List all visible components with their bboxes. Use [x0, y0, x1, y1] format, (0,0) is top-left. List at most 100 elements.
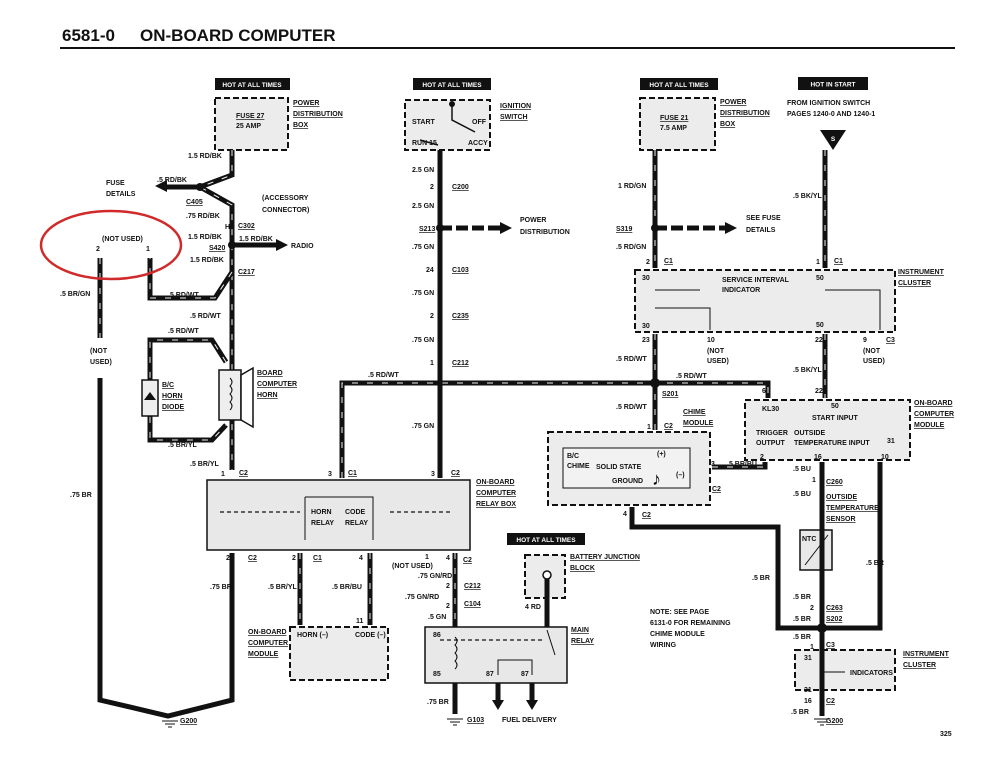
- wire-label: .5 RD/WT: [616, 356, 647, 363]
- lower-right-labels: .5 BR 2 C263 .5 BR S202 .5 BR 1 C3 31 IN…: [791, 594, 950, 725]
- label: CODE (–): [355, 632, 386, 639]
- wire-label: .75 BR: [427, 699, 449, 706]
- pin-label: 16: [814, 454, 822, 461]
- label: CHIME: [567, 463, 590, 470]
- pin-label: 1: [816, 259, 820, 266]
- pin-label: 24: [426, 267, 434, 274]
- label: (NOT USED): [102, 236, 143, 243]
- horn-coil: [229, 377, 233, 411]
- label: DISTRIBUTION: [293, 111, 343, 118]
- label: (ACCESSORY: [262, 195, 309, 202]
- ground-label: G103: [467, 717, 484, 724]
- wire-label: .75 RD/BK: [186, 213, 220, 220]
- wire-label: .5 RD/WT: [368, 372, 399, 379]
- splice-label: S319: [616, 226, 632, 233]
- connector-label: C235: [452, 313, 469, 320]
- wire-label: .5 RD/WT: [168, 328, 199, 335]
- pin-label: 30: [642, 275, 650, 282]
- label: KL30: [762, 406, 779, 413]
- computer-module-box: [289, 626, 389, 681]
- pin-label: 22: [815, 337, 823, 344]
- hot-badge: HOT AT ALL TIMES: [640, 78, 718, 90]
- wire-label: .75 GN/RD: [418, 573, 452, 580]
- wire-label: 1 RD/GN: [618, 183, 646, 190]
- label: (–): [676, 472, 685, 479]
- label: USED): [707, 358, 729, 365]
- connector-label: C103: [452, 267, 469, 274]
- connector-label: C405: [186, 199, 203, 206]
- pin-label: 31: [804, 655, 812, 662]
- label: RELAY BOX: [476, 501, 516, 508]
- label: (NOT USED): [392, 563, 433, 570]
- wire-label: .5 BR/BU: [332, 584, 362, 591]
- label: (NOT: [707, 348, 725, 355]
- label: B/C: [162, 382, 174, 389]
- label: START: [412, 119, 436, 126]
- relay-coils: [304, 496, 374, 540]
- label: TRIGGER: [756, 430, 788, 437]
- connector-label: C3: [886, 337, 895, 344]
- badge-label: HOT AT ALL TIMES: [422, 82, 482, 89]
- pin-label: 2: [446, 583, 450, 590]
- splice-s420: [228, 241, 236, 249]
- pin-label: 4: [446, 555, 450, 562]
- wire-label: .5 BR/YL: [168, 442, 198, 449]
- label: COMPUTER: [248, 640, 288, 647]
- left-labels: POWER DISTRIBUTION BOX FUSE 27 25 AMP 1.…: [60, 100, 343, 725]
- connector-label: C217: [238, 269, 255, 276]
- label: TEMPERATURE INPUT: [794, 440, 870, 447]
- pin-label: 22: [815, 388, 823, 395]
- pin-label: 4: [623, 511, 627, 518]
- pin-label: 1: [221, 471, 225, 478]
- fuse-label: FUSE 27: [236, 113, 265, 120]
- main-relay-internals: [454, 629, 556, 675]
- horn-icon: [218, 369, 242, 421]
- label: MODULE: [914, 422, 945, 429]
- connector-label: C1: [348, 470, 357, 477]
- connector-label: C1: [664, 258, 673, 265]
- fuse-rating: 25 AMP: [236, 123, 261, 130]
- wire-label: .5 RD/WT: [168, 292, 199, 299]
- label: MODULE: [683, 420, 714, 427]
- label: ON-BOARD: [914, 400, 953, 407]
- pin-label: 1: [425, 554, 429, 561]
- ground-icon: [162, 720, 178, 728]
- connector-label: C260: [826, 479, 843, 486]
- label: B/C: [567, 453, 579, 460]
- label: HORN: [257, 392, 278, 399]
- wire-label: 2.5 GN: [412, 167, 434, 174]
- wire-label: .5 BU: [793, 491, 811, 498]
- wire-label: .75 GN: [412, 423, 434, 430]
- label: COMPUTER: [257, 381, 297, 388]
- wire-label: .5 BR: [752, 575, 770, 582]
- highlight-circle: [39, 209, 183, 281]
- label: BOARD: [257, 370, 283, 377]
- label: MODULE: [248, 651, 279, 658]
- splice-s319: [651, 224, 659, 232]
- splice-label: S213: [419, 226, 435, 233]
- connector-label: C2: [712, 486, 721, 493]
- ignition-switch-icon: [419, 104, 476, 146]
- label: (NOT: [863, 348, 881, 355]
- connector-label: C212: [464, 583, 481, 590]
- splice-s213: [436, 224, 444, 232]
- label: HORN: [311, 509, 332, 516]
- label: ON-BOARD: [248, 629, 287, 636]
- label: FUSE: [106, 180, 125, 187]
- pin-label: 2: [430, 313, 434, 320]
- label: POWER: [520, 217, 546, 224]
- wire-label: .75 GN: [412, 337, 434, 344]
- hot-badge: HOT AT ALL TIMES: [507, 533, 585, 545]
- label: HORN: [162, 393, 183, 400]
- bottom-labels: .75 GN/RD 2 C212 .75 GN/RD 2 C104 .5 GN …: [248, 554, 640, 724]
- label: ACCY: [468, 140, 488, 147]
- splice-s202: [817, 623, 827, 633]
- connector-label: C200: [452, 184, 469, 191]
- pin-label: 2: [226, 555, 230, 562]
- pin-label: 1: [146, 246, 150, 253]
- pin-label: 1: [812, 477, 816, 484]
- right-labels: POWER DISTRIBUTION BOX FUSE 21 7.5 AMP F…: [616, 99, 945, 374]
- pin-label: 9: [863, 337, 867, 344]
- label: MAIN: [571, 627, 589, 634]
